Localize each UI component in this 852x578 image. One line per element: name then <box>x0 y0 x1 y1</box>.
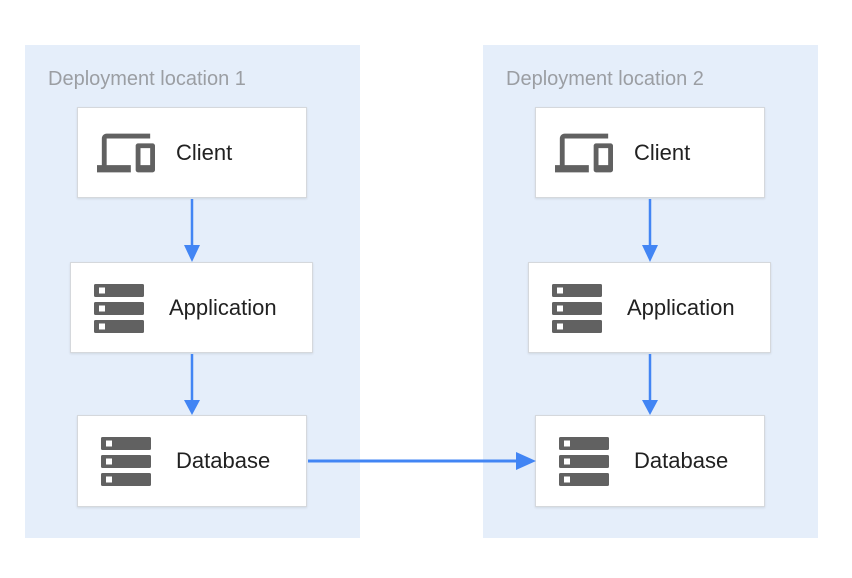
node-database-2: Database <box>535 415 765 507</box>
server-stack-icon <box>85 283 153 333</box>
node-client-2: Client <box>535 107 765 198</box>
deployment-location-2-panel: Deployment location 2 Client A <box>483 45 818 538</box>
deployment-location-2-title: Deployment location 2 <box>506 68 704 90</box>
node-label: Database <box>634 448 729 473</box>
node-label: Database <box>176 448 271 473</box>
node-label: Application <box>169 294 277 320</box>
node-label: Application <box>627 294 735 320</box>
server-stack-icon <box>543 283 611 333</box>
server-stack-icon <box>550 436 618 486</box>
deployment-location-1-title: Deployment location 1 <box>48 68 246 90</box>
devices-icon <box>550 124 618 182</box>
server-stack-icon <box>92 436 160 486</box>
devices-icon <box>92 124 160 182</box>
node-label: Client <box>176 139 233 165</box>
node-application-2: Application <box>528 262 771 353</box>
deployment-location-1-panel: Deployment location 1 Client A <box>25 45 360 538</box>
node-database-1: Database <box>77 415 307 507</box>
node-application-1: Application <box>70 262 313 353</box>
node-client-1: Client <box>77 107 307 198</box>
node-label: Client <box>634 139 691 165</box>
